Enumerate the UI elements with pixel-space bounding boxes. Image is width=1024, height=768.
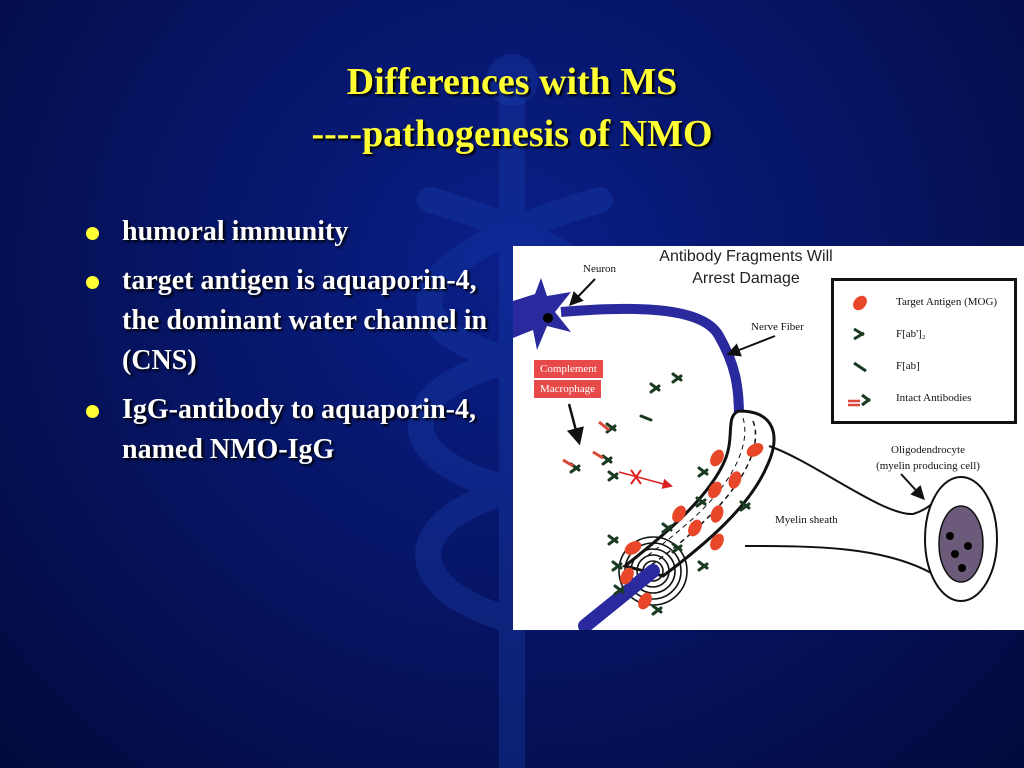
legend-row-fab2: F[ab']₂ — [834, 321, 1014, 351]
antibody-fragments — [569, 372, 751, 616]
neuron — [513, 278, 744, 417]
pathogenesis-diagram: Antibody Fragments Will Arrest Damage Ne… — [513, 246, 1024, 630]
title-line-2: ----pathogenesis of NMO — [311, 113, 713, 155]
legend-row-fab: F[ab] — [834, 353, 1014, 383]
figure-title: Antibody Fragments Will Arrest Damage — [659, 248, 833, 287]
label-complement: Complement — [534, 360, 603, 378]
bullet-item: target antigen is aquaporin-4, the domin… — [80, 261, 510, 381]
macrophage-arrow — [566, 403, 584, 446]
bullet-item: humoral immunity — [80, 212, 510, 252]
label-neuron: Neuron — [583, 263, 616, 275]
label-macrophage: Macrophage — [534, 380, 601, 398]
label-oligodendrocyte-note: (myelin producing cell) — [876, 460, 980, 472]
bullet-dot-icon — [86, 276, 99, 289]
title-line-1: Differences with MS — [346, 61, 678, 103]
legend-row-intact-antibodies: Intact Antibodies — [834, 385, 1014, 415]
intact-antibody-icon — [848, 393, 871, 407]
label-oligodendrocyte: Oligodendrocyte — [891, 444, 965, 456]
oligodendrocyte — [744, 445, 998, 602]
slide-title: Differences with MS ----pathogenesis of … — [0, 56, 1024, 160]
bullet-dot-icon — [86, 227, 99, 240]
blocked-x-icon — [630, 469, 642, 485]
diagram-legend: Target Antigen (MOG) F[ab']₂ F[ab] Intac… — [831, 278, 1017, 424]
label-myelin-sheath: Myelin sheath — [775, 514, 838, 526]
diagram-drawing — [513, 278, 998, 630]
fab2-fragment-icon — [853, 327, 865, 341]
bullet-list: humoral immunity target antigen is aquap… — [80, 212, 510, 479]
bullet-dot-icon — [86, 405, 99, 418]
label-nerve-fiber: Nerve Fiber — [751, 321, 804, 333]
bullet-item: IgG-antibody to aquaporin-4, named NMO-I… — [80, 390, 510, 470]
antigen-cluster — [620, 443, 764, 610]
legend-row-antigen: Target Antigen (MOG) — [834, 289, 1014, 319]
oligodendrocyte-arrow — [900, 473, 925, 501]
fab-fragment-icon — [853, 361, 867, 373]
intact-antibodies — [562, 420, 610, 468]
blocked-arrow — [618, 471, 674, 489]
nerve-fiber-arrow — [726, 335, 776, 357]
neuron-arrow — [569, 278, 596, 307]
antigen-icon — [853, 295, 867, 311]
